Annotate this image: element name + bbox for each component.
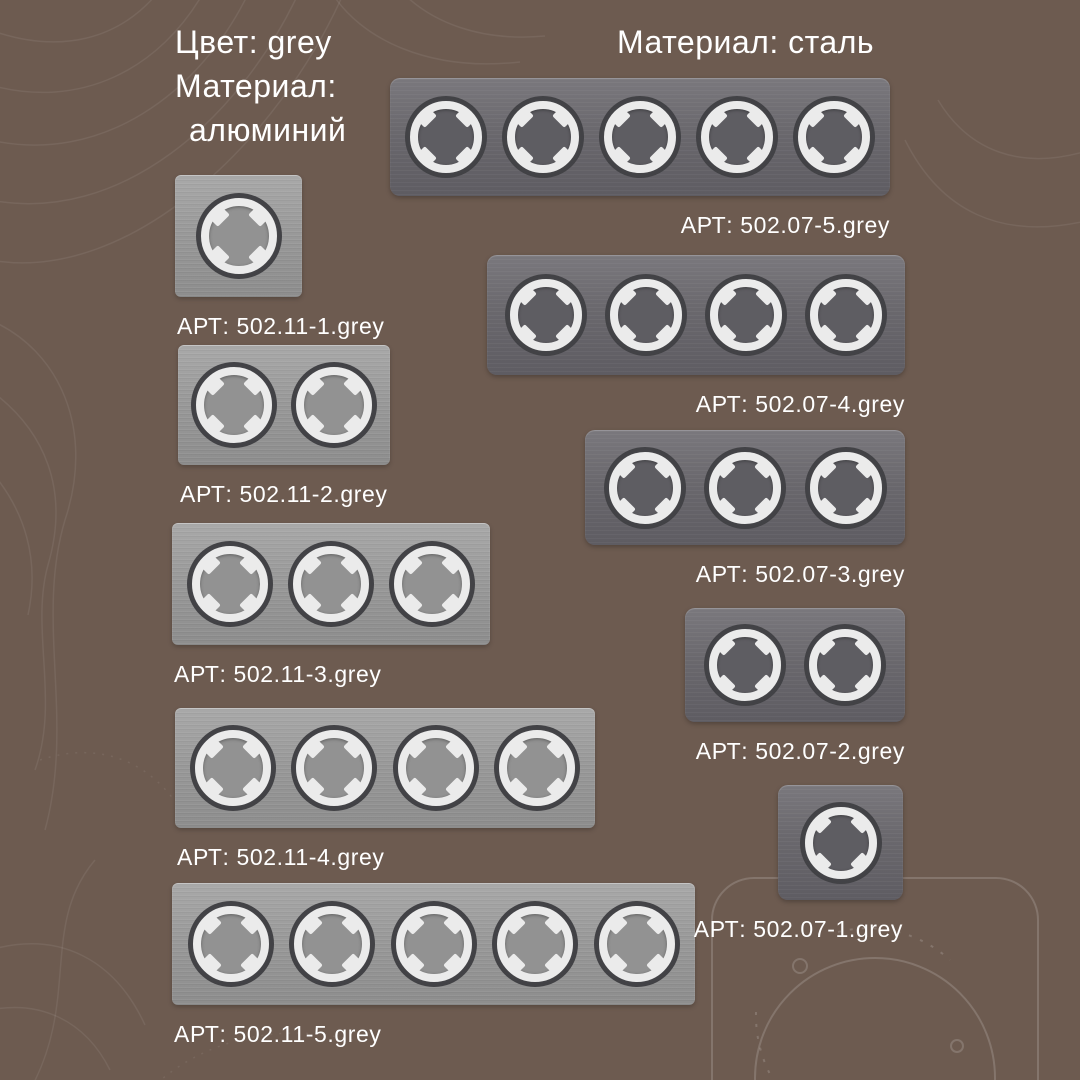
socket-mounting-ring <box>192 546 268 622</box>
socket-mounting-ring <box>410 101 482 173</box>
socket-opening <box>704 446 786 529</box>
socket-opening <box>191 362 278 448</box>
socket-mounting-ring <box>510 279 582 351</box>
frame-plate <box>178 345 390 465</box>
socket-mounting-ring <box>397 730 474 806</box>
product-frame-aluminium-3gang: АРТ: 502.11-3.grey <box>172 523 490 687</box>
socket-mounting-ring <box>294 906 370 982</box>
product-frame-steel-4gang: АРТ: 502.07-4.grey <box>487 255 905 417</box>
socket-mounting-ring <box>192 906 269 982</box>
socket-mounting-ring <box>394 546 470 622</box>
product-article: АРТ: 502.11-3.grey <box>174 661 382 687</box>
socket-opening <box>187 901 274 987</box>
socket-mounting-ring <box>809 451 882 524</box>
material-label-line2: алюминий <box>189 112 347 148</box>
frame-plate <box>585 430 905 545</box>
socket-sketch <box>711 877 1039 1080</box>
product-frame-aluminium-1gang: АРТ: 502.11-1.grey <box>175 175 384 339</box>
socket-opening <box>392 725 479 811</box>
socket-mounting-ring <box>798 101 870 173</box>
socket-opening <box>696 96 778 178</box>
socket-opening <box>804 624 887 706</box>
frame-plate <box>685 608 905 722</box>
socket-mounting-ring <box>395 906 472 982</box>
socket-opening <box>290 362 377 448</box>
socket-mounting-ring <box>604 101 676 173</box>
product-article: АРТ: 502.07-1.grey <box>693 916 903 942</box>
socket-opening <box>288 541 374 627</box>
product-frame-aluminium-4gang: АРТ: 502.11-4.grey <box>175 708 595 870</box>
product-frame-aluminium-5gang: АРТ: 502.11-5.grey <box>172 883 695 1047</box>
socket-opening <box>603 446 686 529</box>
socket-mounting-ring <box>608 451 681 524</box>
color-label: Цвет: grey <box>175 24 332 60</box>
socket-opening <box>804 446 887 529</box>
socket-opening <box>291 725 378 811</box>
material-label-line1: Материал: <box>175 68 337 104</box>
socket-opening <box>599 96 681 178</box>
socket-opening <box>195 193 282 279</box>
product-article: АРТ: 502.07-5.grey <box>680 212 890 238</box>
product-article: АРТ: 502.11-5.grey <box>174 1021 382 1047</box>
socket-opening <box>390 901 477 987</box>
socket-mounting-ring <box>195 730 272 806</box>
frame-plate <box>390 78 890 196</box>
socket-mounting-ring <box>804 806 877 879</box>
socket-mounting-ring <box>810 279 882 351</box>
product-article: АРТ: 502.11-2.grey <box>180 481 388 507</box>
socket-mounting-ring <box>701 101 773 173</box>
frame-plate <box>778 785 903 900</box>
socket-opening <box>405 96 487 178</box>
socket-opening <box>502 96 584 178</box>
left-column-header: Цвет: grey Материал: алюминий <box>175 20 346 152</box>
socket-mounting-ring <box>709 451 781 524</box>
product-frame-aluminium-2gang: АРТ: 502.11-2.grey <box>178 345 390 507</box>
socket-opening <box>493 725 580 811</box>
product-article: АРТ: 502.07-3.grey <box>695 561 905 587</box>
socket-opening <box>705 274 787 356</box>
frame-plate <box>175 175 302 297</box>
product-article: АРТ: 502.07-2.grey <box>695 738 905 764</box>
socket-opening <box>289 901 375 987</box>
socket-mounting-ring <box>200 198 277 274</box>
socket-mounting-ring <box>295 367 372 443</box>
socket-mounting-ring <box>708 629 781 701</box>
socket-mounting-ring <box>507 101 579 173</box>
frame-plate <box>487 255 905 375</box>
socket-opening <box>505 274 587 356</box>
socket-mounting-ring <box>710 279 782 351</box>
product-article: АРТ: 502.11-4.grey <box>177 844 385 870</box>
socket-opening <box>190 725 277 811</box>
frame-plate <box>172 883 695 1005</box>
product-article: АРТ: 502.11-1.grey <box>177 313 385 339</box>
socket-opening <box>805 274 887 356</box>
socket-opening <box>593 901 680 987</box>
socket-mounting-ring <box>497 906 573 982</box>
product-frame-steel-1gang: АРТ: 502.07-1.grey <box>694 785 903 942</box>
right-column-header: Материал: сталь <box>617 24 875 60</box>
socket-mounting-ring <box>296 730 373 806</box>
socket-mounting-ring <box>598 906 675 982</box>
socket-mounting-ring <box>498 730 575 806</box>
frame-plate <box>175 708 595 828</box>
socket-mounting-ring <box>809 629 882 701</box>
socket-opening <box>793 96 875 178</box>
socket-mounting-ring <box>610 279 682 351</box>
socket-mounting-ring <box>196 367 273 443</box>
product-frame-steel-5gang: АРТ: 502.07-5.grey <box>390 78 890 238</box>
socket-mounting-ring <box>293 546 369 622</box>
frame-plate <box>172 523 490 645</box>
product-frame-steel-3gang: АРТ: 502.07-3.grey <box>585 430 905 587</box>
socket-opening <box>492 901 578 987</box>
product-article: АРТ: 502.07-4.grey <box>695 391 905 417</box>
product-frame-steel-2gang: АРТ: 502.07-2.grey <box>685 608 905 764</box>
socket-opening <box>605 274 687 356</box>
socket-opening <box>389 541 475 627</box>
socket-opening <box>799 801 882 884</box>
socket-opening <box>187 541 273 627</box>
socket-opening <box>703 624 786 706</box>
